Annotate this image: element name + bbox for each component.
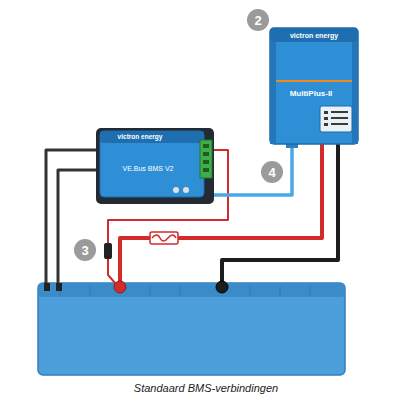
brand-logo: victron energy (118, 134, 163, 141)
callout-number: 2 (254, 14, 261, 27)
inline-fuse (104, 243, 112, 259)
callout-circle: 3 (74, 239, 96, 261)
callout-circle: 2 (247, 9, 269, 31)
bms-cell-cable (58, 170, 100, 290)
device-name: MultiPlus-II (290, 90, 333, 98)
figure-caption: Standaard BMS-verbindingen (134, 382, 278, 394)
bms-cell-cable (46, 150, 100, 290)
negative-terminal (216, 281, 228, 293)
brand-logo: victron energy (290, 32, 338, 39)
vebus-bms (96, 128, 214, 204)
main-fuse (150, 232, 178, 244)
vebus-cable (214, 142, 292, 195)
terminal-block (200, 140, 212, 178)
callout-number: 3 (81, 244, 88, 257)
negative-cable (222, 142, 338, 282)
callout-circle: 4 (261, 161, 283, 183)
battery (38, 283, 345, 375)
callout-number: 4 (268, 166, 275, 179)
device-name: VE.Bus BMS V2 (123, 165, 174, 172)
positive-terminal (114, 281, 126, 293)
multiplus-inverter (270, 28, 358, 144)
